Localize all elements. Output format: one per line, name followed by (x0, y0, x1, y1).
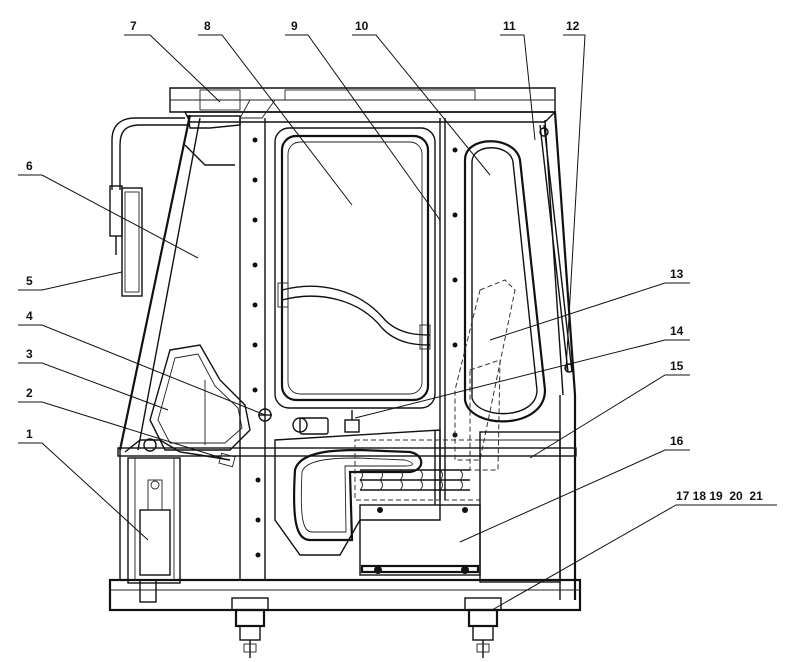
leader-lines (18, 34, 777, 611)
callout-8: 8 (204, 19, 211, 33)
mount-right (464, 597, 502, 658)
callout-1: 1 (26, 427, 33, 441)
side-mirror (109, 117, 235, 297)
callout-16: 16 (670, 434, 684, 448)
seat-outline (454, 279, 516, 471)
callout-7: 7 (130, 19, 137, 33)
console (149, 344, 251, 451)
callout-15: 15 (670, 359, 684, 373)
door-lower-panel (274, 429, 441, 556)
callout-3: 3 (26, 347, 33, 361)
callout-11: 11 (503, 19, 516, 33)
callout-4: 4 (26, 309, 33, 323)
callout-13: 13 (670, 267, 684, 281)
roof (169, 87, 557, 123)
rear-support-rod (539, 124, 574, 373)
front-corner-panel (187, 99, 276, 129)
callout-9: 9 (291, 19, 298, 33)
callout-2: 2 (26, 386, 33, 400)
callout-10: 10 (355, 19, 369, 33)
heater-duct (354, 430, 481, 505)
callout-5: 5 (26, 274, 33, 288)
callout-labels: 1 2 3 4 5 6 7 8 9 10 11 12 13 14 15 16 1… (26, 19, 763, 503)
rear-window (463, 140, 547, 423)
mount-left (231, 597, 269, 658)
rear-lower-panel (479, 431, 561, 583)
callout-17-21: 17 18 19 20 21 (676, 489, 763, 503)
lower-left-compartment (127, 457, 181, 603)
battery-box (359, 504, 481, 576)
door-window (274, 127, 436, 409)
callout-12: 12 (566, 19, 580, 33)
callout-6: 6 (26, 159, 33, 173)
control-levers (124, 408, 360, 468)
rivets (252, 137, 458, 558)
callout-14: 14 (670, 324, 684, 338)
